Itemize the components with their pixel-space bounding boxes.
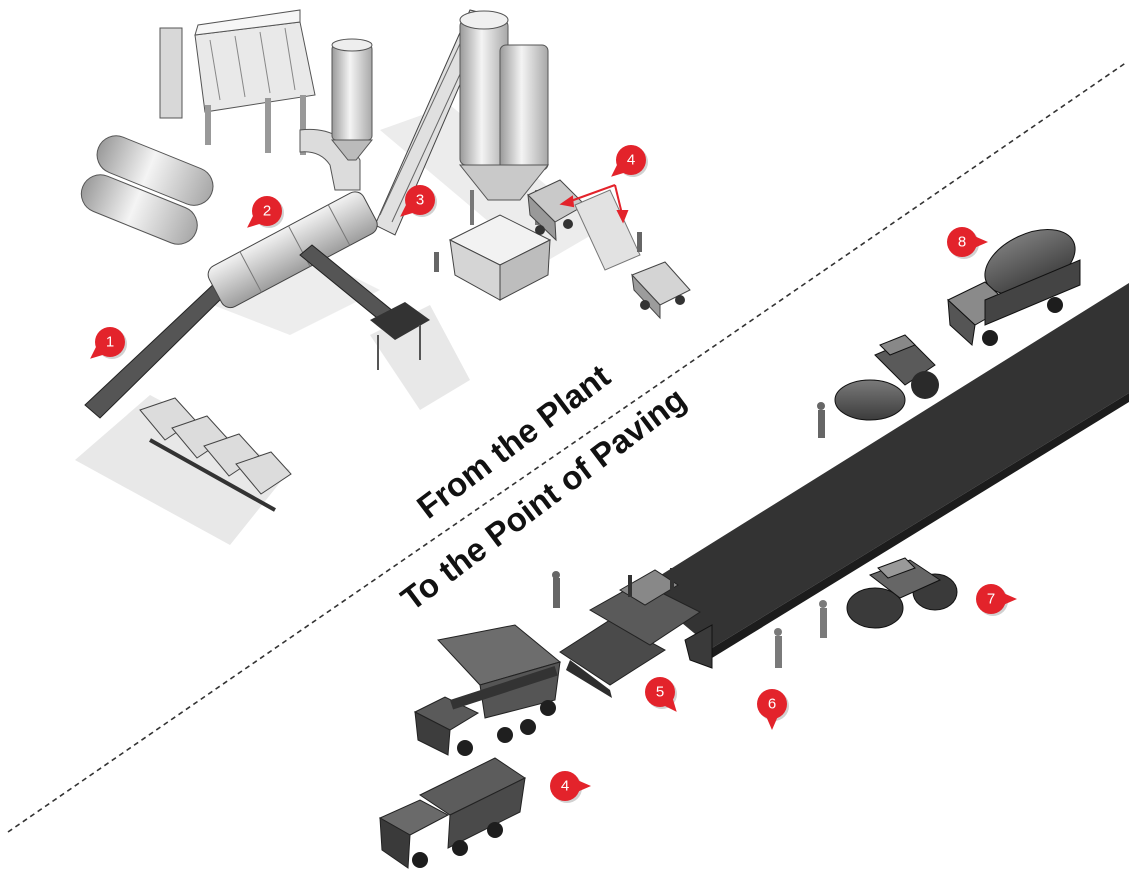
callout-marker-label: 4 [627, 152, 635, 169]
marker-4-arrows [559, 184, 629, 224]
truck-under-silo [527, 179, 586, 242]
worker-figure [434, 252, 439, 272]
worker-figure [819, 600, 827, 638]
dump-truck-feeding-paver [413, 624, 562, 756]
ground-pad [75, 395, 290, 545]
callout-marker-label: 4 [561, 778, 569, 795]
callout-marker-4b: 4 [550, 771, 591, 803]
paving-site [378, 229, 1129, 869]
asphalt-paver [559, 568, 713, 698]
asphalt-plant [75, 9, 691, 545]
callout-marker-label: 8 [958, 234, 966, 251]
hot-mix-silos [458, 10, 550, 225]
callout-marker-6: 6 [757, 689, 789, 730]
callout-marker-label: 6 [768, 696, 776, 713]
callout-marker-1: 1 [90, 327, 127, 359]
callout-marker-5: 5 [645, 677, 677, 712]
callout-markers: 1 2 3 4 4 5 6 7 8 [90, 145, 1017, 803]
filler-silo [330, 38, 374, 161]
control-house [448, 214, 552, 301]
callout-marker-label: 5 [656, 684, 664, 701]
worker-figure [774, 628, 782, 668]
fresh-pavement [640, 283, 1129, 648]
concrete-mixer-truck [947, 229, 1081, 346]
callout-marker-label: 7 [987, 591, 995, 608]
callout-marker-4a: 4 [611, 145, 648, 177]
worker-figure [552, 571, 560, 608]
divider-line [7, 61, 1128, 833]
rap-bin [370, 302, 430, 370]
truck-leaving-plant [631, 261, 691, 320]
callout-marker-label: 3 [416, 192, 424, 209]
cold-feed-bins [139, 397, 292, 512]
storage-tanks [80, 135, 214, 245]
breakdown-roller [834, 334, 939, 421]
pneumatic-roller [846, 557, 958, 629]
baghouse [159, 9, 361, 191]
callout-marker-2: 2 [247, 196, 284, 228]
callout-marker-3: 3 [400, 185, 437, 217]
callout-marker-7: 7 [976, 584, 1017, 616]
truck-scale-ramp [574, 189, 641, 271]
worker-figure [817, 402, 825, 438]
callout-marker-8: 8 [947, 227, 988, 259]
callout-marker-label: 2 [263, 203, 271, 220]
waiting-dump-truck [378, 757, 526, 869]
callout-marker-label: 1 [106, 334, 114, 351]
worker-figure [637, 232, 642, 252]
